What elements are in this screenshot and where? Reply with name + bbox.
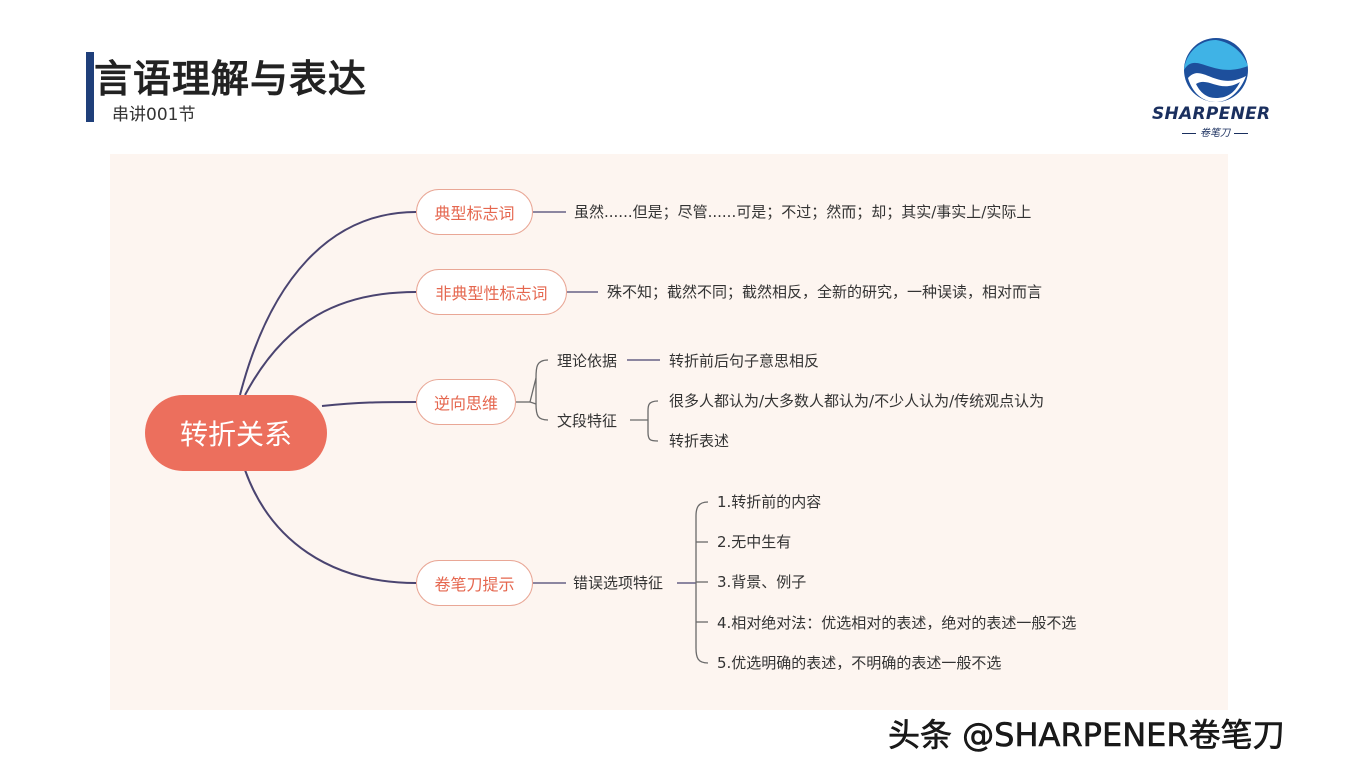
- branch-reverse-thinking: 逆向思维: [416, 379, 516, 425]
- source-watermark: 头条 @SHARPENER卷笔刀: [888, 716, 1285, 755]
- sharpener-logo-icon: [1184, 38, 1248, 102]
- branch-typical-markers-text: 虽然......但是；尽管......可是；不过；然而；却；其实/事实上/实际上: [574, 203, 1032, 221]
- branch-atypical-markers: 非典型性标志词: [416, 269, 567, 315]
- connector-root-tip: [244, 469, 417, 584]
- mindmap-root-node: 转折关系: [145, 395, 327, 471]
- passage-feature-item: 很多人都认为/大多数人都认为/不少人认为/传统观点认为: [669, 392, 1045, 410]
- connector-root-typical: [239, 211, 417, 396]
- branch-atypical-markers-text: 殊不知；截然不同；截然相反，全新的研究，一种误读，相对而言: [607, 283, 1043, 301]
- page-subtitle: 串讲001节: [112, 105, 196, 125]
- passage-feature-item: 转折表述: [669, 432, 730, 450]
- logo-subtitle: 卷笔刀: [1178, 124, 1252, 139]
- logo-wordmark: SHARPENER: [1152, 104, 1271, 124]
- connector-root-reverse: [321, 401, 417, 407]
- wrong-option-item: 2.无中生有: [717, 533, 792, 551]
- title-accent-bar: [86, 52, 94, 122]
- sub-theory-basis: 理论依据: [557, 352, 618, 370]
- branch-typical-markers: 典型标志词: [416, 189, 533, 235]
- wrong-option-item: 4.相对绝对法：优选相对的表述，绝对的表述一般不选: [717, 614, 1077, 632]
- sub-wrong-option-features: 错误选项特征: [573, 574, 664, 592]
- branch-sharpener-tip: 卷笔刀提示: [416, 560, 533, 606]
- connector-root-atypical: [244, 291, 417, 396]
- theory-basis-item: 转折前后句子意思相反: [669, 352, 820, 370]
- page-title: 言语理解与表达: [94, 56, 368, 101]
- sub-passage-features: 文段特征: [557, 412, 618, 430]
- wrong-option-item: 5.优选明确的表述，不明确的表述一般不选: [717, 654, 1002, 672]
- wrong-option-item: 1.转折前的内容: [717, 493, 822, 511]
- wrong-option-item: 3.背景、例子: [717, 573, 807, 591]
